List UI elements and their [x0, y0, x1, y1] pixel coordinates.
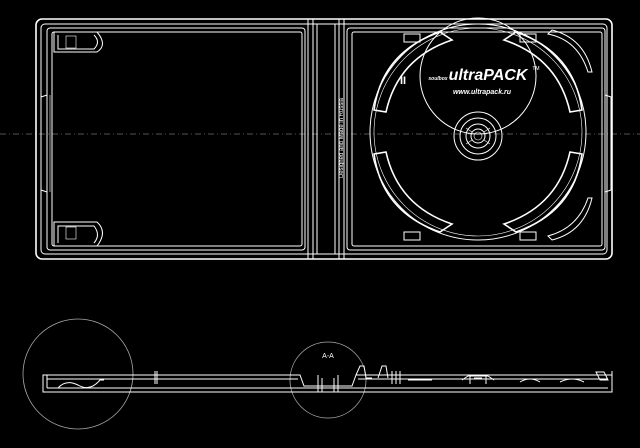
- disc-mark: II: [400, 75, 406, 87]
- right-tray-panel: II soulbox ultraPACK TM www.ultrapack.ru: [346, 17, 612, 251]
- disc-rib-top-left: [373, 31, 454, 113]
- case-inner-outline: [40, 23, 608, 255]
- logo-prefix: soulbox: [428, 76, 447, 82]
- logo-brand: ultraPACK: [449, 67, 529, 84]
- disc-rib-bottom-left: [373, 151, 454, 233]
- spine-text: Designed and Made in Russia: [339, 97, 345, 178]
- spine: Designed and Made in Russia: [307, 18, 345, 260]
- section-label: A-A: [322, 353, 334, 360]
- logo-circle: [419, 17, 537, 135]
- disc-rib-bottom-right: [502, 151, 583, 233]
- section-outer-profile: [42, 374, 613, 393]
- logo-trademark: TM: [532, 66, 539, 72]
- corner-tab-bottom-right: [519, 231, 537, 241]
- hub-rosette: [453, 111, 503, 161]
- top-leaflet-clip: [53, 31, 103, 53]
- brand-logo: soulbox ultraPACK TM www.ultrapack.ru: [428, 66, 539, 96]
- section-hub: [461, 375, 495, 384]
- left-cover-panel: [40, 27, 306, 251]
- section-clip-profile: [57, 379, 104, 389]
- corner-tab-top-left: [403, 33, 421, 43]
- corner-tab-bottom-left: [403, 231, 421, 241]
- logo-url: www.ultrapack.ru: [453, 89, 512, 96]
- case-outer-outline: [35, 18, 613, 260]
- disc-rib-top-right: [502, 31, 583, 113]
- corner-tab-top-right: [519, 33, 537, 43]
- bottom-leaflet-clip: [53, 221, 103, 247]
- disc-outline: [369, 23, 587, 241]
- detail-circle-center: [289, 341, 367, 419]
- detail-circle-left: [22, 318, 134, 430]
- case-top-view: Designed and Made in Russia II: [35, 17, 613, 260]
- section-view: A-A: [22, 318, 613, 430]
